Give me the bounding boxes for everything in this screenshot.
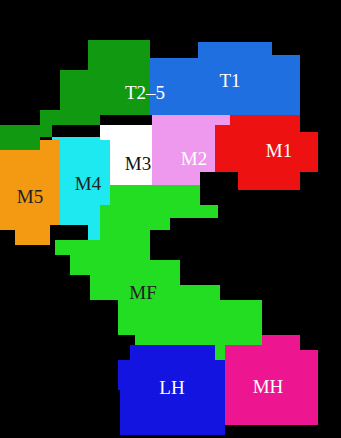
region-label: MH: [253, 377, 284, 396]
region-label: M2: [181, 149, 207, 168]
region-fill: [225, 335, 318, 425]
brain-region: M5: [0, 140, 60, 245]
region-label: MF: [129, 283, 156, 302]
region-fill: [150, 42, 300, 115]
brain-region: MF: [55, 185, 262, 360]
region-label: T2–5: [125, 83, 165, 102]
region-fill: [100, 125, 152, 185]
region-label: LH: [159, 378, 184, 397]
brain-region: M3: [100, 125, 152, 185]
region-fill: [0, 140, 60, 245]
brain-region: MH: [225, 335, 318, 425]
brain-region: M1: [215, 115, 318, 190]
region-fill: [118, 345, 225, 435]
region-shape: [55, 185, 262, 360]
region-label: M5: [17, 187, 43, 206]
brain-region: LH: [118, 345, 225, 435]
region-fill: [215, 115, 318, 190]
region-label: M3: [125, 154, 151, 173]
region-label: T1: [219, 71, 240, 90]
region-label: M4: [75, 174, 101, 193]
brain-region: T1: [150, 42, 300, 115]
region-label: M1: [266, 141, 292, 160]
region-fill: [55, 185, 262, 360]
